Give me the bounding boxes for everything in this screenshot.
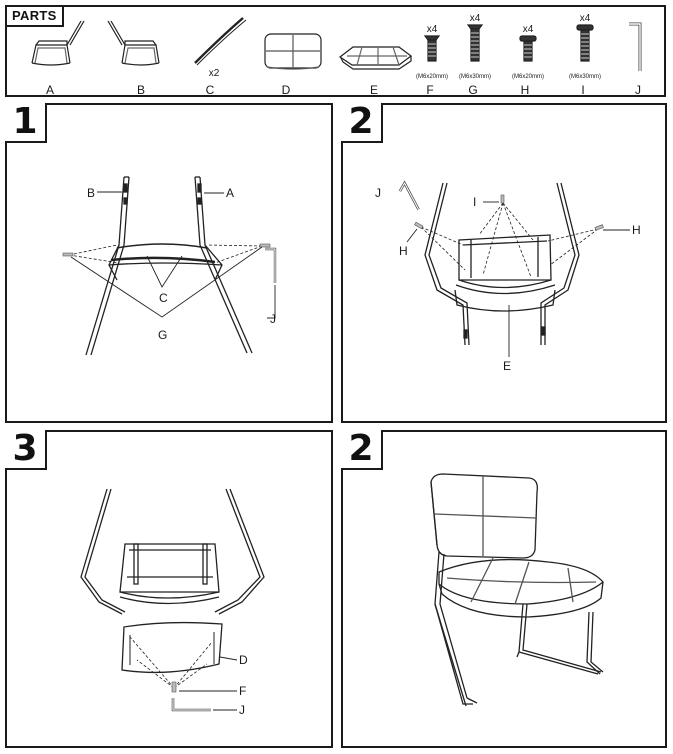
part-f-bolt-icon <box>423 35 441 62</box>
step-1-callout-c: C <box>159 291 168 305</box>
part-h-qty: x4 <box>523 24 534 35</box>
parts-illustrations: x2 x4 (M6x20mm) x4 (M6x30mm) x4 (M6x20mm… <box>31 13 642 97</box>
step-1-callout-j: J <box>270 312 276 326</box>
step-2-illustration: J I H H E <box>375 180 641 373</box>
part-i-spec: (M6x30mm) <box>569 74 601 80</box>
part-h-bolt-icon <box>519 35 537 62</box>
part-c-qty: x2 <box>209 68 220 79</box>
part-f-letter: F <box>426 83 433 97</box>
step-3-callout-j: J <box>239 703 245 717</box>
part-g-bolt-icon <box>466 24 484 62</box>
step-3-panel: 3 <box>5 430 333 748</box>
step-1-callout-a: A <box>226 186 234 200</box>
step-4-number: 2 <box>341 430 383 470</box>
part-h-letter: H <box>521 83 530 97</box>
part-i-bolt-icon <box>576 24 594 62</box>
step-3-callout-d: D <box>239 653 248 667</box>
final-chair-panel: 2 <box>341 430 667 748</box>
step-1-illustration: B A C G J <box>62 176 277 356</box>
part-g-spec: (M6x30mm) <box>459 74 491 80</box>
part-c-bar-icon <box>194 17 247 66</box>
part-i-qty: x4 <box>580 13 591 24</box>
part-b-frame-icon <box>107 20 160 66</box>
part-j-letter: J <box>635 83 641 97</box>
part-a-frame-icon <box>31 20 85 66</box>
step-1-callout-b: B <box>87 186 95 200</box>
step-2-callout-h-right: H <box>632 223 641 237</box>
step-2-callout-i: I <box>473 195 476 209</box>
step-2-number: 2 <box>341 103 383 143</box>
step-3-number: 3 <box>5 430 47 470</box>
part-d-letter: D <box>282 83 291 97</box>
step-1-callout-g: G <box>158 328 167 342</box>
step-1-number: 1 <box>5 103 47 143</box>
step-3-callout-f: F <box>239 684 246 698</box>
part-e-seat-icon <box>338 46 412 70</box>
step-1-panel: 1 <box>5 103 333 423</box>
step-2-panel: 2 <box>341 103 667 423</box>
step-3-illustration: D F J <box>80 488 265 717</box>
part-h-spec: (M6x20mm) <box>512 74 544 80</box>
part-c-letter: C <box>206 83 215 97</box>
part-f-qty: x4 <box>427 24 438 35</box>
parts-title: PARTS <box>5 5 64 27</box>
part-g-qty: x4 <box>470 13 481 24</box>
parts-panel: PARTS <box>5 5 666 97</box>
part-j-hexkey-icon <box>629 22 642 71</box>
step-2-callout-j: J <box>375 186 381 200</box>
part-g-letter: G <box>468 83 477 97</box>
step-2-callout-e: E <box>503 359 511 373</box>
part-a-letter: A <box>46 83 54 97</box>
part-e-letter: E <box>370 83 378 97</box>
part-f-spec: (M6x20mm) <box>416 74 448 80</box>
assembled-chair-illustration <box>430 473 604 707</box>
step-2-callout-h-left: H <box>399 244 408 258</box>
part-i-letter: I <box>581 83 584 97</box>
part-d-backrest-icon <box>264 33 322 70</box>
part-b-letter: B <box>137 83 145 97</box>
